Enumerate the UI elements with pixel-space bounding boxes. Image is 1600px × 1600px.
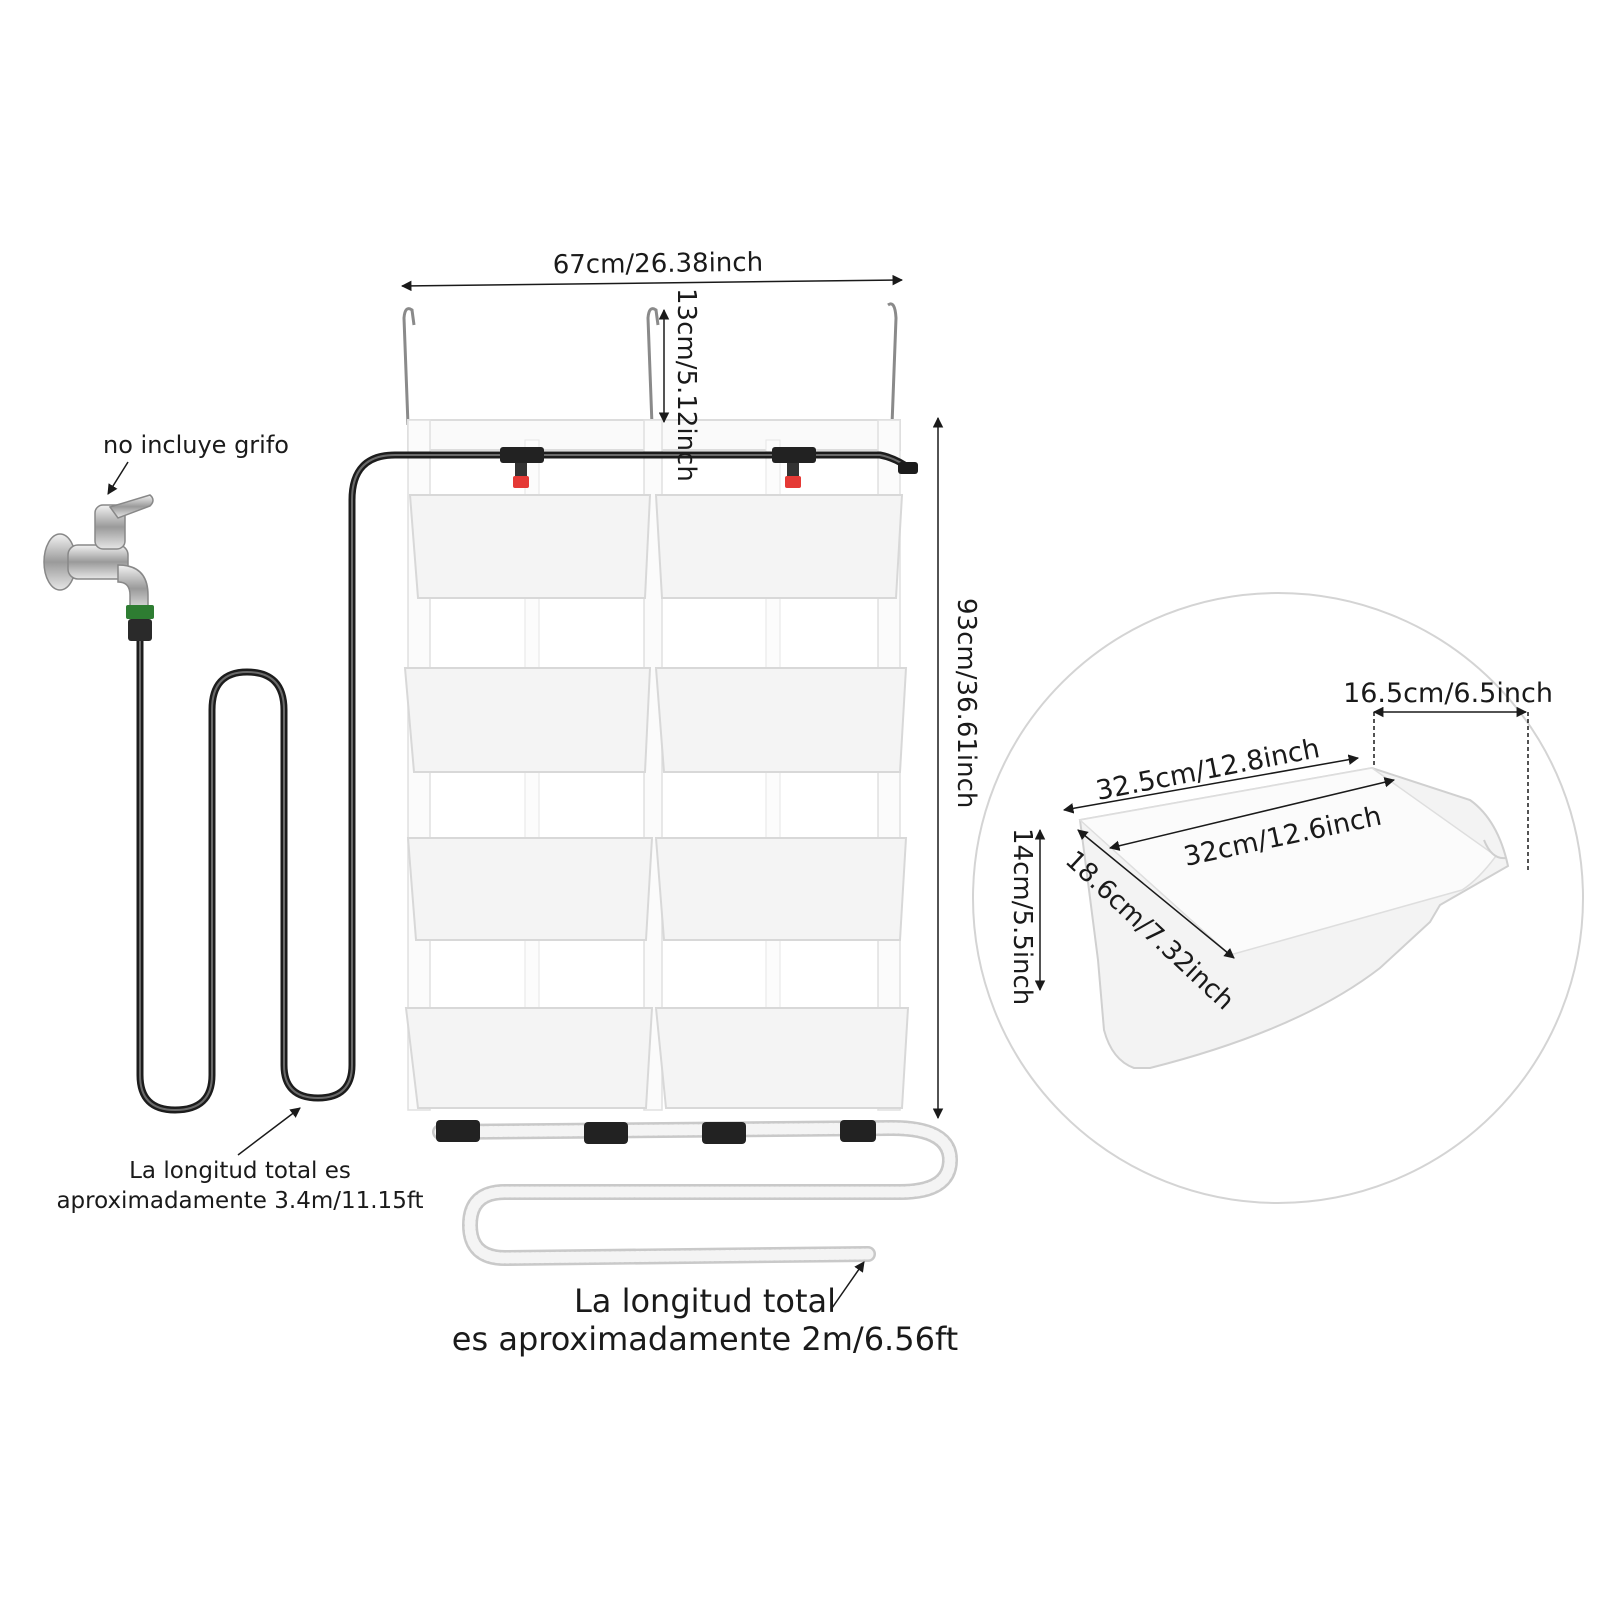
dripper-red [513,476,529,488]
left-hook [402,307,416,426]
right-hook [887,302,898,426]
height-dimension-label: 93cm/36.61inch [951,598,981,808]
faucet-note: no incluye grifo [103,431,289,459]
pot [654,837,908,941]
pot-top-width-label: 16.5cm/6.5inch [1343,678,1553,709]
dripper-red [785,476,801,488]
dripper-stem [515,463,527,477]
supply-hose-label-2: aproximadamente 3.4m/11.15ft [56,1188,423,1214]
vertical-planter [402,302,910,1111]
drain-hose [432,1120,958,1266]
tee-connector [772,447,816,463]
pot-row-4 [404,1007,910,1109]
pot-depth-line [1077,829,1235,959]
drain-connector [840,1120,876,1142]
pot [403,667,652,773]
faucet [43,494,154,641]
pot-height-label: 14cm/5.5inch [1007,828,1037,1005]
hose-adapter [128,619,152,641]
pot-detail-inset: 32.5cm/12.8inch 32cm/12.6inch 16.5cm/6.5… [972,592,1584,1204]
drain-connector [702,1122,746,1144]
middle-hook [646,307,660,426]
dripper-stem [787,463,799,477]
pot-row-3 [406,837,908,941]
pot [654,494,904,599]
pot [404,1007,654,1109]
supply-hose-pointer [237,1107,301,1156]
green-hose-connector [126,605,154,619]
detail-pot-notch [1483,839,1507,860]
pot [406,837,654,941]
faucet-note-pointer [107,461,129,495]
faucet-handle [108,494,154,519]
hook-height-label: 13cm/5.12inch [671,288,701,482]
tee-connector [500,447,544,463]
supply-hose [136,447,918,1114]
drain-connector [436,1120,480,1142]
drain-hose-label-2: es aproximadamente 2m/6.56ft [452,1320,958,1358]
hose-end-cap [898,462,918,474]
width-dimension-line [400,274,904,292]
pot-row-1 [408,494,904,599]
pot [654,1007,910,1109]
drain-hose-pointer [831,1261,865,1309]
pot [408,494,652,599]
pot-row-2 [403,667,908,773]
drain-hose-fill [434,1122,956,1264]
width-dimension-label: 67cm/26.38inch [553,248,764,281]
faucet-spout [117,564,149,613]
supply-hose-label-1: La longitud total es [129,1158,351,1184]
drain-connector [584,1122,628,1144]
pot [654,667,908,773]
drain-hose-label-1: La longitud total [574,1282,836,1320]
